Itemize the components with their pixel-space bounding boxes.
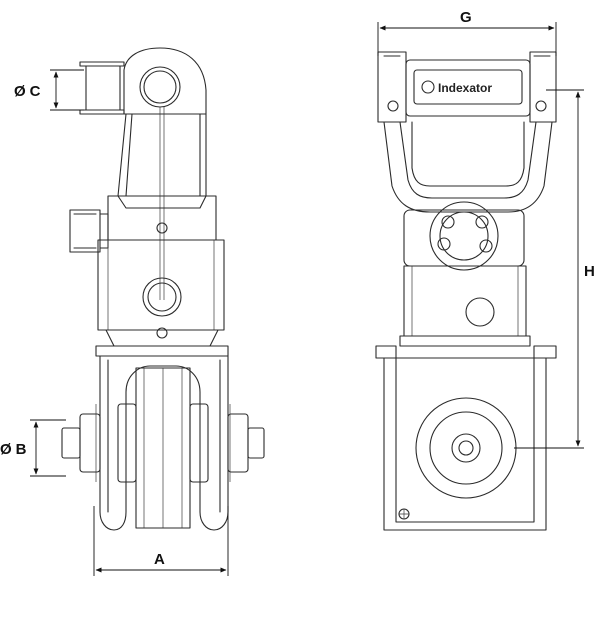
side-view — [61, 47, 265, 531]
a-label: A — [154, 551, 165, 568]
front-view: Indexator — [375, 51, 557, 531]
dimension-a: A — [93, 506, 229, 576]
g-label: G — [460, 9, 472, 26]
dimension-g: G — [377, 9, 557, 56]
dimension-h: H — [514, 89, 595, 449]
sheaves — [61, 367, 265, 529]
brand-logo-text: Indexator — [438, 81, 492, 95]
h-label: H — [584, 263, 595, 280]
